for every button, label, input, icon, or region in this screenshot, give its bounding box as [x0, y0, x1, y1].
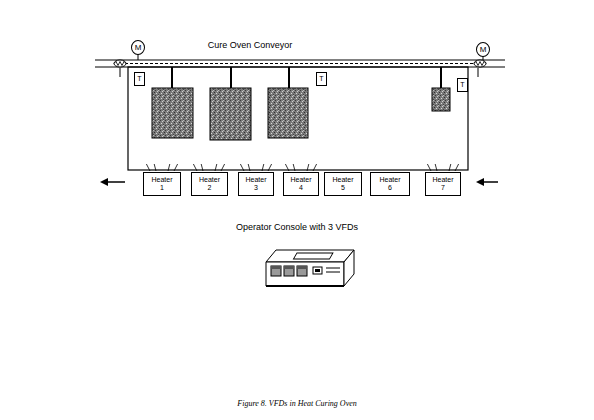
heater-label: Heater 5 — [332, 176, 353, 192]
operator-console — [266, 250, 354, 286]
heater-box: Heater 4 — [283, 172, 319, 196]
conveyor-rail — [95, 60, 505, 61]
oven-enclosure — [128, 67, 468, 170]
heater-box: Heater 6 — [370, 172, 410, 196]
heat-mark — [193, 164, 197, 171]
heat-mark — [168, 164, 170, 171]
heat-mark — [313, 164, 317, 171]
hung-part — [268, 67, 308, 138]
console-label: Operator Console with 3 VFDs — [236, 222, 358, 233]
chain-sprocket — [474, 60, 486, 67]
rail-support — [478, 68, 479, 77]
temperature-sensor: T — [134, 72, 145, 86]
heater-label: Heater 7 — [432, 176, 453, 192]
heat-mark — [146, 164, 150, 171]
symbol-letter: M — [135, 43, 142, 52]
motor-circle: M — [476, 42, 490, 57]
heater-label: Heater 6 — [379, 176, 400, 192]
heat-mark — [268, 164, 272, 171]
symbol-letter: M — [480, 45, 487, 54]
heater-box: Heater 3 — [238, 172, 274, 196]
heat-mark — [307, 164, 309, 171]
heat-mark — [293, 164, 295, 171]
heater-label: Heater 3 — [245, 176, 266, 192]
heat-mark — [154, 164, 156, 171]
heat-mark — [455, 164, 459, 171]
heat-mark — [221, 164, 225, 171]
hung-part — [152, 67, 193, 138]
heat-mark — [201, 164, 203, 171]
symbol-letter: T — [319, 75, 323, 83]
heater-box: Heater 2 — [191, 172, 228, 196]
heat-mark — [262, 164, 264, 171]
heater-box: Heater 1 — [143, 172, 181, 196]
temperature-sensor: T — [457, 78, 468, 92]
heat-mark — [427, 164, 431, 171]
heat-mark — [174, 164, 178, 171]
heater-label: Heater 1 — [151, 176, 172, 192]
heater-label: Heater 2 — [199, 176, 220, 192]
heat-marks — [146, 164, 458, 171]
motor-circle: M — [131, 40, 145, 55]
symbol-letter: T — [137, 75, 141, 83]
heat-mark — [240, 164, 244, 171]
flow-arrow — [476, 178, 498, 186]
heater-box: Heater 5 — [324, 172, 362, 196]
heat-mark — [449, 164, 451, 171]
heat-mark — [285, 164, 289, 171]
conveyor-chain — [120, 63, 478, 64]
rail-support — [120, 68, 121, 77]
heater-box: Heater 7 — [425, 172, 461, 196]
heat-mark — [435, 164, 437, 171]
symbol-letter: T — [460, 81, 464, 89]
hung-part — [210, 67, 251, 140]
temperature-sensor: T — [316, 72, 327, 86]
heater-label: Heater 4 — [290, 176, 311, 192]
heat-mark — [248, 164, 250, 171]
heat-mark — [215, 164, 217, 171]
hung-part — [432, 67, 450, 111]
conveyor-label: Cure Oven Conveyor — [208, 40, 293, 51]
figure-caption: Figure 8. VFDs in Heat Curing Oven — [237, 398, 356, 409]
chain-sprocket — [114, 60, 126, 67]
flow-arrow — [100, 178, 125, 186]
